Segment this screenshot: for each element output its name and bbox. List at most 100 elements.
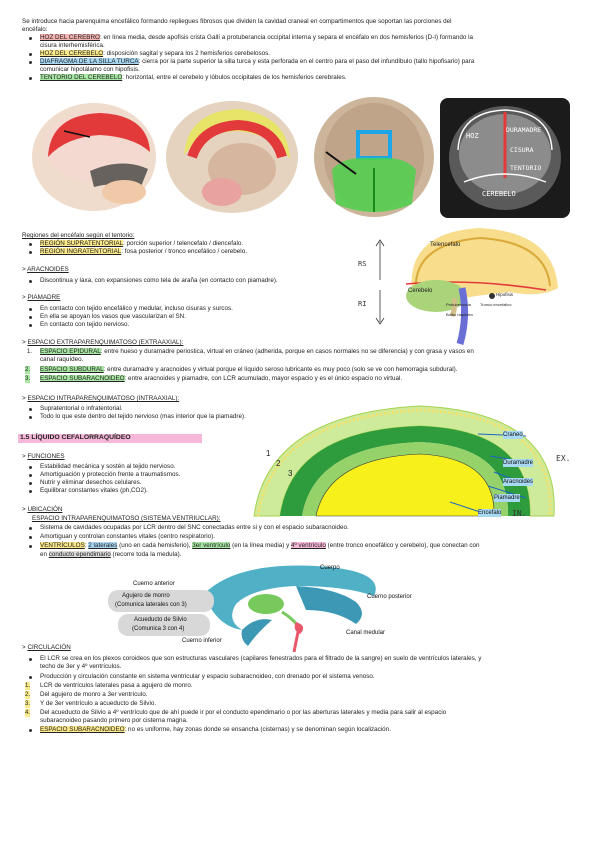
skull-sagittal-figure — [32, 103, 156, 211]
bullet — [29, 77, 32, 80]
term-4o: 4º ventrículo — [290, 542, 326, 549]
ubicacion-heading: > UBICACIÓN — [22, 506, 63, 513]
bullet — [29, 280, 32, 283]
term-subdural: ESPACIO SUBDURAL — [40, 366, 104, 373]
term-laterales: 2 laterales — [88, 542, 118, 549]
list-number: 3. — [25, 700, 31, 709]
circulacion-heading: > CIRCULACIÓN — [22, 644, 71, 651]
label-acueducto: Acueducto de Silvio — [134, 617, 187, 623]
list-item-cont: comunicar hipotálamo con hipofisis. — [40, 66, 140, 73]
list-item: ESPACIO EPIDURAL: entre hueso y duramadr… — [40, 348, 474, 356]
brain-sagittal-figure: RS RI Telencefalo Cerebelo Hipofisis Pro… — [358, 228, 558, 345]
list-item: REGIÓN SUPRATENTORIAL: porción superior … — [40, 240, 243, 248]
list-item-cont: techo de 3er y 4º ventrículos. — [40, 663, 122, 670]
bullet — [29, 658, 32, 661]
bullet — [29, 527, 32, 530]
bullet — [29, 408, 32, 411]
term-tentorio: TENTORIO DEL CEREBELO — [40, 74, 123, 81]
step-item: Del acueducto de Silvio a 4º ventrículo … — [40, 709, 447, 716]
meninges-layers-figure: 1 2 3 — [253, 405, 555, 517]
label-acueducto-desc: (Comunica 3 con 4) — [132, 626, 185, 632]
item-text: : entre hueso y duramadre periostica, vi… — [100, 348, 474, 355]
extra-heading: > ESPACIO EXTRAPARENQUIMATOSO (EXTRAAXIA… — [22, 339, 184, 346]
bullet — [29, 545, 32, 548]
list-number: 1. — [27, 349, 33, 355]
bullet — [29, 316, 32, 319]
term-espacio-subaracnoideo: ESPACIO SUBARACNOIDEO — [40, 726, 125, 733]
item-text: : — [84, 542, 89, 549]
list-item: En contacto con tejido nervioso. — [40, 321, 130, 328]
item-text: en — [40, 551, 49, 558]
list-item-cont: canal raquídeo. — [40, 356, 84, 363]
mri-label-hoz: HOZ — [466, 132, 479, 140]
agujero-oval — [108, 590, 214, 612]
ubicacion-sub: ESPACIO INTRAPARENQUIMATOSO (SISTEMA VEN… — [32, 515, 221, 522]
list-item-cont: cisura interhemisférica. — [40, 42, 105, 49]
item-text: : porción superior / telencefalo / dienc… — [123, 240, 244, 247]
section-title: 1.5 LÍQUIDO CEFALORRAQUÍDEO — [20, 434, 131, 441]
label-cerebelo: Cerebelo — [408, 288, 433, 294]
step-item-cont: subaracnoideo pasando primero por cister… — [40, 717, 188, 724]
bullet — [29, 474, 32, 477]
term-ventriculos: VENTRÍCULOS — [40, 542, 85, 549]
label-cuerpo: Cuerpo — [320, 565, 340, 571]
bullet — [29, 466, 32, 469]
label-rs: RS — [358, 260, 366, 268]
item-text: (en la línea media) y — [230, 542, 291, 549]
list-item: DIAFRAGMA DE LA SILLA TURCA: cierra por … — [40, 58, 474, 66]
label-cuerno-posterior: Cuerno posterior — [367, 594, 412, 600]
list-item: TENTORIO DEL CEREBELO: horizontal, entre… — [40, 74, 347, 82]
bullet — [29, 536, 32, 539]
cranial-base-figure — [314, 97, 434, 217]
label-piamadre: Piamadre — [494, 494, 520, 503]
intro-text: Se introduce hacia parenquima encefálico… — [22, 18, 452, 25]
funciones-heading: > FUNCIONES — [22, 453, 65, 460]
list-item: En contacto con tejido encefálico y medu… — [40, 305, 233, 312]
intro-text-cont: encéfalo: — [22, 26, 48, 33]
label-ex: EX. — [556, 454, 571, 463]
list-item: Sistema de cavidades ocupadas por LCR de… — [40, 524, 349, 531]
label-hipofisis: Hipofisis — [496, 292, 514, 297]
step-item: LCR de ventrículos laterales pasa a aguj… — [40, 682, 193, 689]
term-hoz-cerebelo: HOZ DEL CEREBELO — [40, 50, 104, 57]
heading-text: UBICACIÓN — [27, 506, 63, 513]
aracnoides-heading: > ARACNOIDES — [22, 266, 69, 273]
list-item: ESPACIO SUBDURAL: entre duramadre y arac… — [40, 366, 457, 374]
bullet — [29, 482, 32, 485]
bullet — [29, 308, 32, 311]
list-item: Nutrir y eliminar desechos celulares. — [40, 479, 142, 486]
item-text: : en línea media, desde apofisis crista … — [99, 34, 474, 41]
list-item: HOZ DEL CEREBRO: en línea media, desde a… — [40, 34, 473, 42]
regions-title: Regiones del encéfalo según el tentorio: — [22, 232, 135, 239]
term-epidural: ESPACIO EPIDURAL — [40, 348, 101, 355]
layer-number-1: 1 — [266, 449, 271, 458]
heading-text: FUNCIONES — [27, 453, 65, 460]
layer-number-3: 3 — [288, 469, 293, 478]
bullet — [29, 416, 32, 419]
term-hoz-cerebro: HOZ DEL CEREBRO — [40, 34, 100, 41]
list-item: ESPACIO SUBARACNOIDEO: entre aracnoides … — [40, 375, 402, 383]
list-number: 3. — [25, 375, 31, 384]
label-cuerno-anterior: Cuerno anterior — [133, 581, 175, 587]
list-item: Amortiguan y controlan constantes vitale… — [40, 533, 215, 540]
list-item: HOZ DEL CEREBELO: disposición sagital y … — [40, 50, 270, 58]
label-tronco: Tronco encefalico — [480, 302, 512, 307]
term-supratentorial: REGIÓN SUPRATENTORIAL — [40, 240, 124, 247]
term-conducto: conducto ependimario — [48, 551, 111, 558]
label-encefalo: Encefalo — [478, 509, 502, 518]
bullet — [29, 37, 32, 40]
label-telencefalo: Telencefalo — [430, 242, 461, 248]
list-number: 4. — [25, 709, 31, 718]
term-subaracnoideo: ESPACIO SUBARACNOIDEO — [40, 375, 125, 382]
label-duramadre: Duramadre — [503, 459, 534, 468]
item-text: : fosa posterior / tronco encefálico / c… — [121, 248, 247, 255]
label-ri: RI — [358, 300, 366, 308]
item-text: (recorre toda la medula). — [110, 551, 182, 558]
label-bulbo: Bulbo raquideo — [446, 312, 474, 317]
item-text: : horizontal, entre el cerebelo y lóbulo… — [122, 74, 347, 81]
list-item: El LCR se crea en los plexos coroideos q… — [40, 655, 482, 662]
term-diafragma: DIAFRAGMA DE LA SILLA TURCA — [40, 58, 139, 65]
list-number: 2. — [25, 691, 31, 700]
mri-label-duramadre: DURAMADRE — [506, 126, 541, 134]
label-agujero-monro: Agujero de monro — [122, 593, 170, 599]
